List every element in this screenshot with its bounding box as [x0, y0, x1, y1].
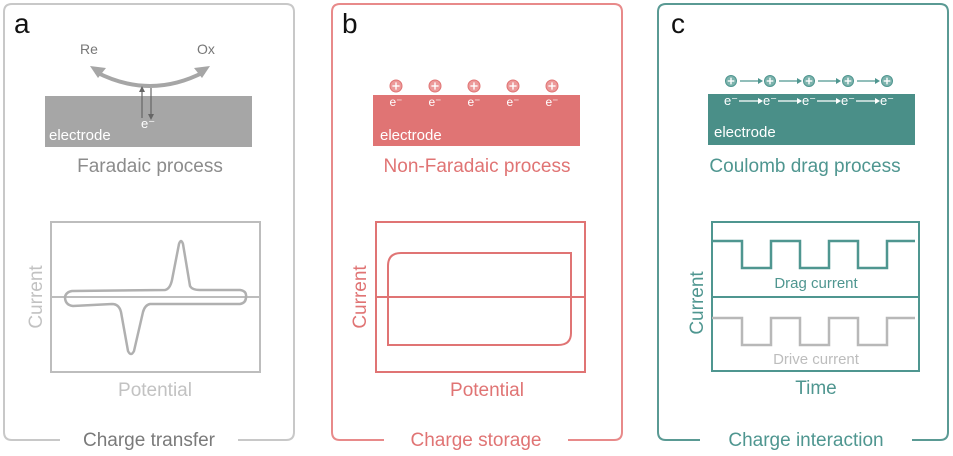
panel-a-letter: a — [14, 8, 30, 39]
ylabel-b: Current — [350, 265, 371, 329]
caption-b: Charge storage — [411, 430, 542, 451]
panel-b: b e⁻ e⁻ e⁻ e⁻ e⁻ electrode Non-Faradaic proc… — [331, 3, 623, 451]
drag-current-wave — [712, 239, 915, 270]
cation-icon — [881, 75, 893, 87]
electron-label: e⁻ — [802, 93, 816, 108]
electron-label: e⁻ — [467, 95, 480, 109]
arrowhead-left-icon — [90, 66, 106, 78]
ylabel-c: Current — [687, 271, 708, 335]
caption-a: Charge transfer — [83, 430, 216, 451]
cation-icon — [467, 79, 481, 93]
panel-a: a Re Ox e⁻ electrode Faradaic process Cu… — [3, 3, 295, 451]
panel-b-frame — [331, 3, 623, 441]
xlabel-a: Potential — [118, 380, 192, 401]
drive-current-label: Drive current — [773, 351, 860, 368]
ion-row-c: e⁻ e⁻ e⁻ e⁻ e⁻ — [724, 75, 894, 108]
redox-arc — [95, 70, 205, 88]
panel-c-letter: c — [671, 8, 685, 39]
arrow-down-icon — [148, 114, 154, 120]
electron-label: e⁻ — [545, 95, 558, 109]
arrow-right-icon — [797, 98, 802, 104]
arrow-right-icon — [836, 98, 841, 104]
process-c-label: Coulomb drag process — [709, 156, 900, 177]
electron-a: e⁻ — [141, 116, 155, 131]
electron-label: e⁻ — [880, 93, 894, 108]
ion-row-b: e⁻ e⁻ e⁻ e⁻ e⁻ — [389, 79, 559, 109]
process-a-label: Faradaic process — [77, 156, 223, 177]
caption-c: Charge interaction — [728, 430, 883, 451]
electrode-c — [708, 94, 915, 145]
arrow-right-icon — [758, 78, 763, 84]
cv-curve-faradaic — [63, 239, 248, 356]
electron-label: e⁻ — [724, 93, 738, 108]
arrow-right-icon — [797, 78, 802, 84]
cv-curve-capacitive — [387, 252, 572, 346]
cation-icon — [506, 79, 520, 93]
arrowhead-right-icon — [194, 66, 210, 78]
electron-label: e⁻ — [428, 95, 441, 109]
arrow-up-icon — [139, 86, 145, 92]
electrode-b-label: electrode — [380, 127, 442, 144]
arrow-right-icon — [836, 78, 841, 84]
arrow-right-icon — [875, 78, 880, 84]
electrode-a-label: electrode — [49, 127, 111, 144]
xlabel-c: Time — [795, 378, 837, 399]
process-b-label: Non-Faradaic process — [384, 156, 571, 177]
cation-icon — [389, 79, 403, 93]
cation-icon — [428, 79, 442, 93]
xlabel-b: Potential — [450, 380, 524, 401]
cation-icon — [545, 79, 559, 93]
arrow-right-icon — [758, 98, 763, 104]
cation-icon — [842, 75, 854, 87]
oxidized-label: Ox — [197, 41, 215, 57]
drag-current-label: Drag current — [774, 275, 858, 292]
electron-label: e⁻ — [389, 95, 402, 109]
reduced-label: Re — [80, 41, 98, 57]
panel-c-frame — [657, 3, 949, 441]
cation-icon — [725, 75, 737, 87]
electrode-a — [45, 96, 252, 147]
ylabel-a: Current — [26, 265, 47, 329]
electron-label: e⁻ — [841, 93, 855, 108]
electron-label: e⁻ — [506, 95, 519, 109]
panel-c: c e⁻ e⁻ e⁻ e⁻ e⁻ electrode Coulomb drag proc… — [657, 3, 949, 451]
arrow-right-icon — [875, 98, 880, 104]
electrode-c-label: electrode — [714, 124, 776, 141]
panel-b-letter: b — [342, 8, 358, 39]
panel-a-frame — [3, 3, 295, 441]
cation-icon — [803, 75, 815, 87]
electrode-b — [373, 95, 580, 146]
electron-label: e⁻ — [763, 93, 777, 108]
drive-current-wave — [712, 316, 915, 347]
cation-icon — [764, 75, 776, 87]
